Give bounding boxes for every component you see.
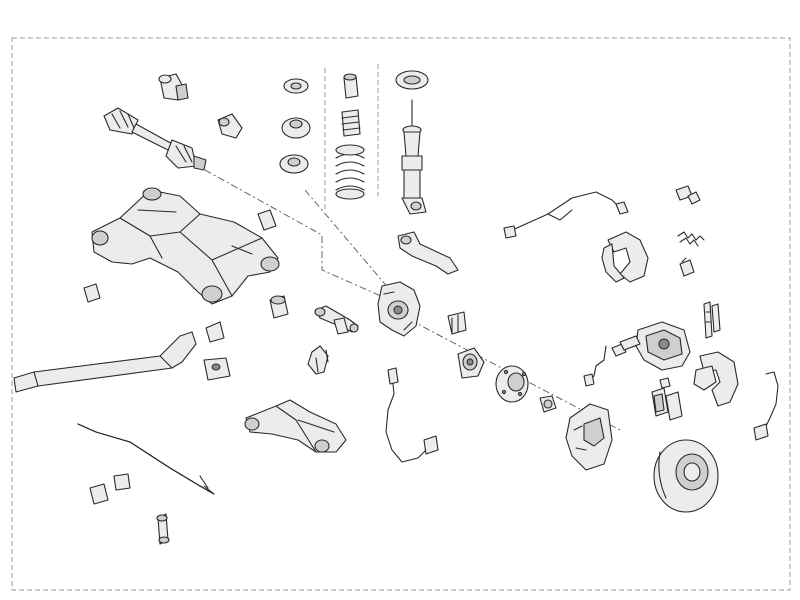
abs-sensor[interactable] <box>385 367 439 463</box>
stabilizer-bushing[interactable] <box>89 473 131 505</box>
stabilizer-link[interactable] <box>156 513 170 545</box>
cv-boot-kit[interactable] <box>158 73 189 101</box>
cv-joint-boot[interactable] <box>217 113 243 139</box>
brake-disc[interactable] <box>653 439 719 513</box>
brake-hose[interactable] <box>611 335 641 357</box>
brake-pads[interactable] <box>651 377 683 421</box>
backing-plate[interactable] <box>565 403 613 471</box>
subframe-bushing[interactable] <box>257 209 277 231</box>
wishbone-bushing[interactable] <box>269 295 289 319</box>
subframe-bushing-lower[interactable] <box>203 321 231 381</box>
top-mount[interactable] <box>395 70 429 90</box>
hub-nut[interactable] <box>539 395 557 413</box>
trailing-arm[interactable] <box>244 399 347 453</box>
parking-brake-cable[interactable] <box>503 191 629 239</box>
wheel-carrier[interactable] <box>377 281 421 337</box>
coil-spring[interactable] <box>335 144 365 200</box>
wheel-hub[interactable] <box>495 365 529 403</box>
rubber-mount[interactable] <box>83 283 101 303</box>
adjuster[interactable] <box>679 257 695 277</box>
rear-sway-bar-link[interactable] <box>307 345 329 375</box>
axis-line-strut <box>304 189 391 291</box>
guide-pin[interactable] <box>333 317 349 335</box>
dust-boot[interactable] <box>341 109 361 137</box>
brake-pipe[interactable] <box>583 345 607 387</box>
strut-group-frame <box>324 64 379 212</box>
bleeder-valve[interactable] <box>753 371 779 441</box>
tie-rod[interactable] <box>77 423 215 495</box>
carrier-bushing[interactable] <box>447 311 467 335</box>
stabilizer-bar[interactable] <box>13 331 197 393</box>
upper-control-arm[interactable] <box>397 231 459 275</box>
shock-absorber[interactable] <box>401 99 427 215</box>
spring-seat-upper[interactable] <box>281 78 311 139</box>
shoe-spring-kit[interactable] <box>675 185 705 247</box>
drive-shaft[interactable] <box>103 107 207 171</box>
axis-line-driveshaft <box>204 169 391 301</box>
caliper-carrier[interactable] <box>693 351 739 407</box>
bump-stop[interactable] <box>343 73 359 99</box>
rear-subframe[interactable] <box>91 187 280 305</box>
spring-seat-lower[interactable] <box>279 154 309 174</box>
brake-caliper[interactable] <box>635 321 691 371</box>
drawing-frame <box>11 37 791 591</box>
wheel-bearing[interactable] <box>457 347 485 379</box>
parking-brake-shoes[interactable] <box>601 231 649 283</box>
pad-wear-sensor[interactable] <box>703 301 721 339</box>
